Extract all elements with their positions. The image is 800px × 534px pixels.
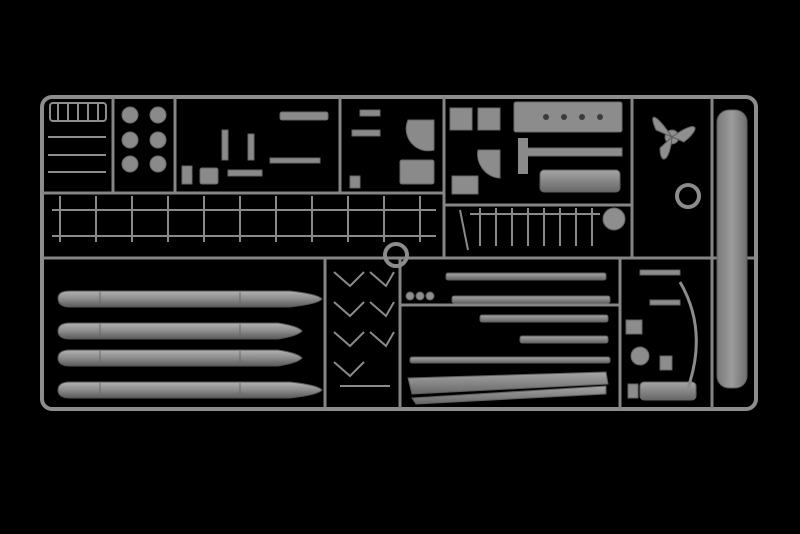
propeller-part [652, 116, 696, 160]
bracket-parts [333, 271, 395, 387]
torpedo-3 [57, 349, 303, 367]
ladder-parts [48, 102, 107, 173]
hull-block-holes [543, 114, 603, 120]
ring-part-center [383, 242, 409, 268]
torpedo-seams [99, 292, 241, 397]
long-tube-part [716, 109, 748, 389]
hull-blocks [449, 101, 623, 195]
torpedo-1 [57, 290, 323, 308]
torpedo-4 [57, 381, 323, 399]
railing-comb [52, 196, 436, 242]
stanchion-comb [459, 208, 600, 251]
small-fittings [181, 109, 435, 189]
ring-part [675, 183, 701, 209]
sprue-runners [42, 97, 756, 409]
knob-parts [405, 291, 435, 301]
cylinder-part [518, 138, 621, 193]
torpedo-2 [57, 322, 303, 340]
lower-right-fittings [625, 269, 698, 401]
sphere-part [602, 207, 626, 231]
disc-parts [121, 106, 167, 173]
long-rod-parts [407, 272, 611, 405]
torpedo-parts [57, 290, 323, 399]
